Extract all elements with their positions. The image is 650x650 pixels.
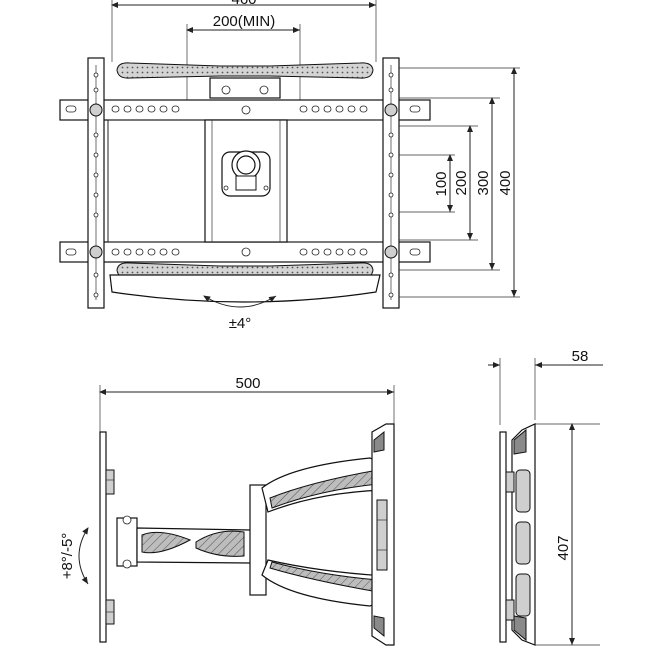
dimension-58: 58	[488, 348, 603, 425]
dimension-500-label: 500	[235, 375, 260, 392]
side-wall-plate	[99, 431, 107, 643]
dimension-300-label: 300	[475, 170, 492, 195]
profile-wall-plate	[499, 431, 507, 643]
right-vesa-bracket	[382, 57, 400, 309]
dimension-200-min-label: 200(MIN)	[213, 13, 276, 30]
vertical-dimensions: 100 200 300 400	[399, 67, 520, 298]
side-tilt-arc-arrow	[78, 527, 89, 585]
arm-pivot	[249, 484, 267, 596]
dimension-400-label: 400	[497, 170, 514, 195]
tilt-arc-arrow	[203, 295, 277, 308]
dimension-407-label: 407	[555, 535, 572, 560]
front-view: 460 200(MIN)	[59, 0, 520, 332]
profile-view: 58 407	[488, 348, 603, 646]
center-bracket	[221, 150, 271, 197]
rail-slots	[65, 105, 421, 256]
dimension-200-min: 200(MIN)	[186, 13, 301, 100]
tilt-plate	[109, 274, 381, 303]
wall-bracket	[116, 517, 138, 567]
top-hinge	[209, 77, 281, 99]
tilt-label: ±4°	[229, 315, 252, 332]
dimension-460: 460	[111, 0, 377, 62]
side-view: 500 +8°/-5°	[59, 375, 395, 646]
dimension-100-label: 100	[433, 171, 450, 196]
side-tilt-label: +8°/-5°	[59, 533, 76, 580]
dimension-407: 407	[535, 423, 600, 646]
dimension-58-label: 58	[572, 348, 589, 365]
left-vesa-bracket	[87, 57, 105, 309]
top-arm-bar	[116, 62, 374, 79]
dimension-460-label: 460	[231, 0, 256, 8]
dimension-200-label: 200	[453, 170, 470, 195]
dimension-500: 500	[99, 375, 395, 432]
